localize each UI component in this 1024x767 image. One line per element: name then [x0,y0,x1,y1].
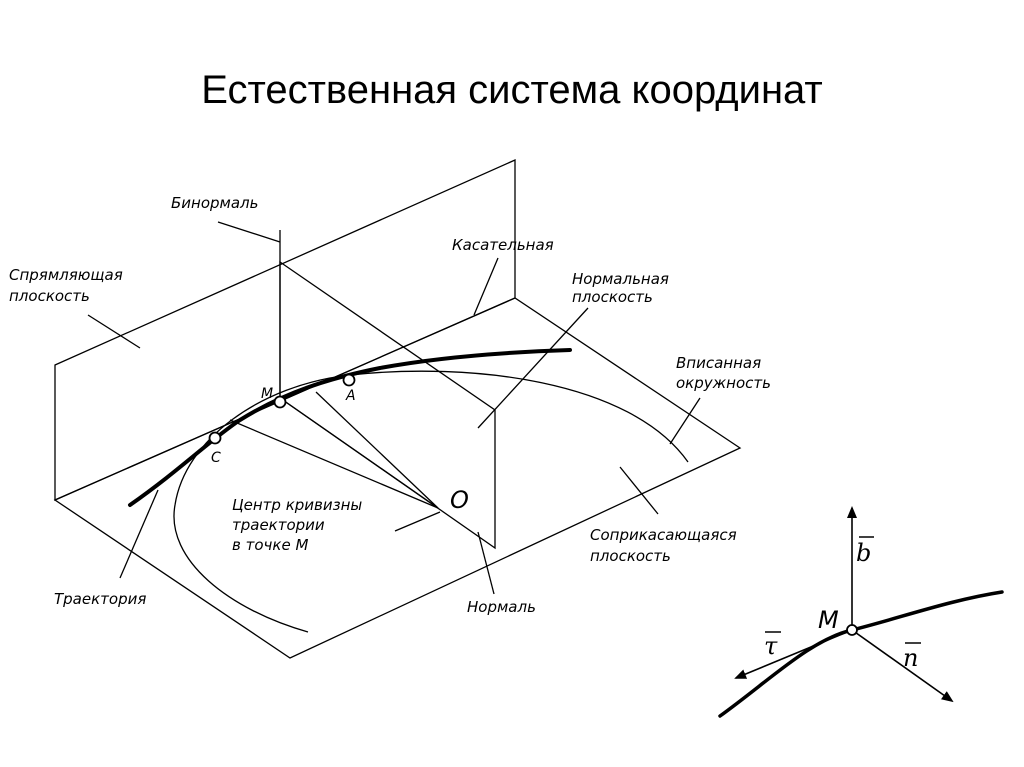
point-label-C: C [211,450,221,466]
label-normal: Нормаль [467,598,536,616]
label-inscribed-2: окружность [676,374,771,392]
osculating-plane [53,297,742,659]
label-rectifying-2: плоскость [9,287,90,305]
inset-trajectory-curve [718,590,1004,718]
leader-osculating [619,466,659,515]
tangent-vector [734,629,853,679]
label-trajectory: Траектория [54,590,146,608]
point-M [273,395,287,409]
radius-line-a [315,391,439,509]
leader-normal-plane [477,307,589,429]
label-rectifying-1: Спрямляющая [9,266,123,284]
label-center-3: в точке M [232,536,308,554]
page-title: Естественная система координат [201,68,823,112]
trajectory-curve [128,348,572,507]
tangent-line [229,419,439,509]
leader-tangent [473,257,499,316]
label-tangent: Касательная [452,236,554,254]
vector-label-n: n [903,644,918,672]
label-center-2: траектории [232,516,325,534]
vector-label-tau: τ [764,632,778,660]
label-inscribed-1: Вписанная [676,354,761,372]
point-C [208,431,222,445]
label-osculating-2: плоскость [590,547,671,565]
label-normal-plane-1: Нормальная [572,270,669,288]
leader-rectifying [87,314,141,349]
point-label-O: O [450,486,469,514]
point-label-M: M [261,386,273,402]
label-normal-plane-2: плоскость [572,288,653,306]
label-binormal: Бинормаль [171,194,258,212]
inset-point-M [846,624,858,636]
vector-inset: b M τ n [718,506,1004,718]
point-label-A: A [345,388,356,404]
point-A [342,373,356,387]
leader-trajectory [119,489,159,579]
leader-inscribed [669,397,701,445]
leader-binormal [217,221,281,243]
vector-label-b: b [856,539,871,567]
normal-line [279,397,439,509]
label-osculating-1: Соприкасающаяся [590,526,737,544]
rectifying-plane [54,158,516,501]
leader-normal [477,531,495,595]
inscribed-circle [173,370,689,633]
normal-vector [851,629,954,703]
leader-center [394,511,441,532]
label-center-1: Центр кривизны [232,496,362,514]
vector-label-M: M [818,606,839,634]
